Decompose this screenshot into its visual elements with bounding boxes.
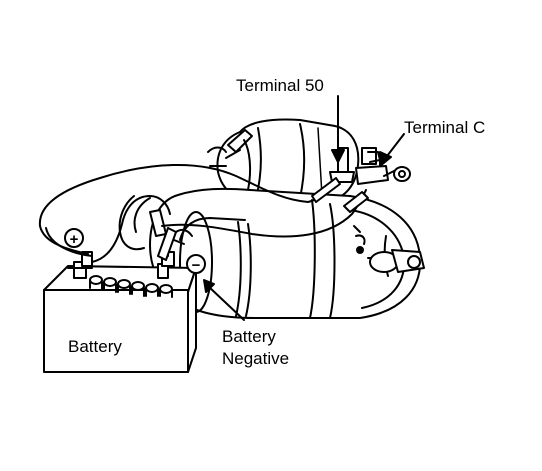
label-battery: Battery — [68, 337, 122, 356]
positive-sign-text: + — [70, 231, 79, 248]
terminal-50-clip — [311, 177, 341, 203]
solenoid — [207, 118, 360, 203]
callout-battery-negative — [203, 279, 245, 321]
callout-terminal-50 — [331, 95, 345, 163]
negative-sign-text: − — [192, 257, 201, 274]
positive-sign: + — [64, 228, 84, 248]
motor-body — [149, 187, 425, 319]
lead-battery-positive-to-terminal-50 — [38, 164, 329, 255]
callout-terminal-c — [379, 133, 405, 167]
label-terminal-c: Terminal C — [404, 118, 485, 137]
starter-ring-lug — [383, 166, 411, 182]
battery-cell-caps — [89, 275, 173, 298]
test-leads — [38, 164, 369, 263]
battery-positive-terminal — [67, 251, 93, 279]
starter-motor — [149, 118, 425, 319]
label-battery-negative-line1: Battery — [222, 327, 276, 346]
label-battery-negative-line2: Negative — [222, 349, 289, 368]
battery — [43, 251, 197, 373]
terminal-stud-c — [355, 147, 389, 185]
label-terminal-50: Terminal 50 — [236, 76, 324, 95]
lead-battery-positive-to-terminal-c — [91, 195, 171, 263]
negative-sign: − — [186, 254, 206, 274]
